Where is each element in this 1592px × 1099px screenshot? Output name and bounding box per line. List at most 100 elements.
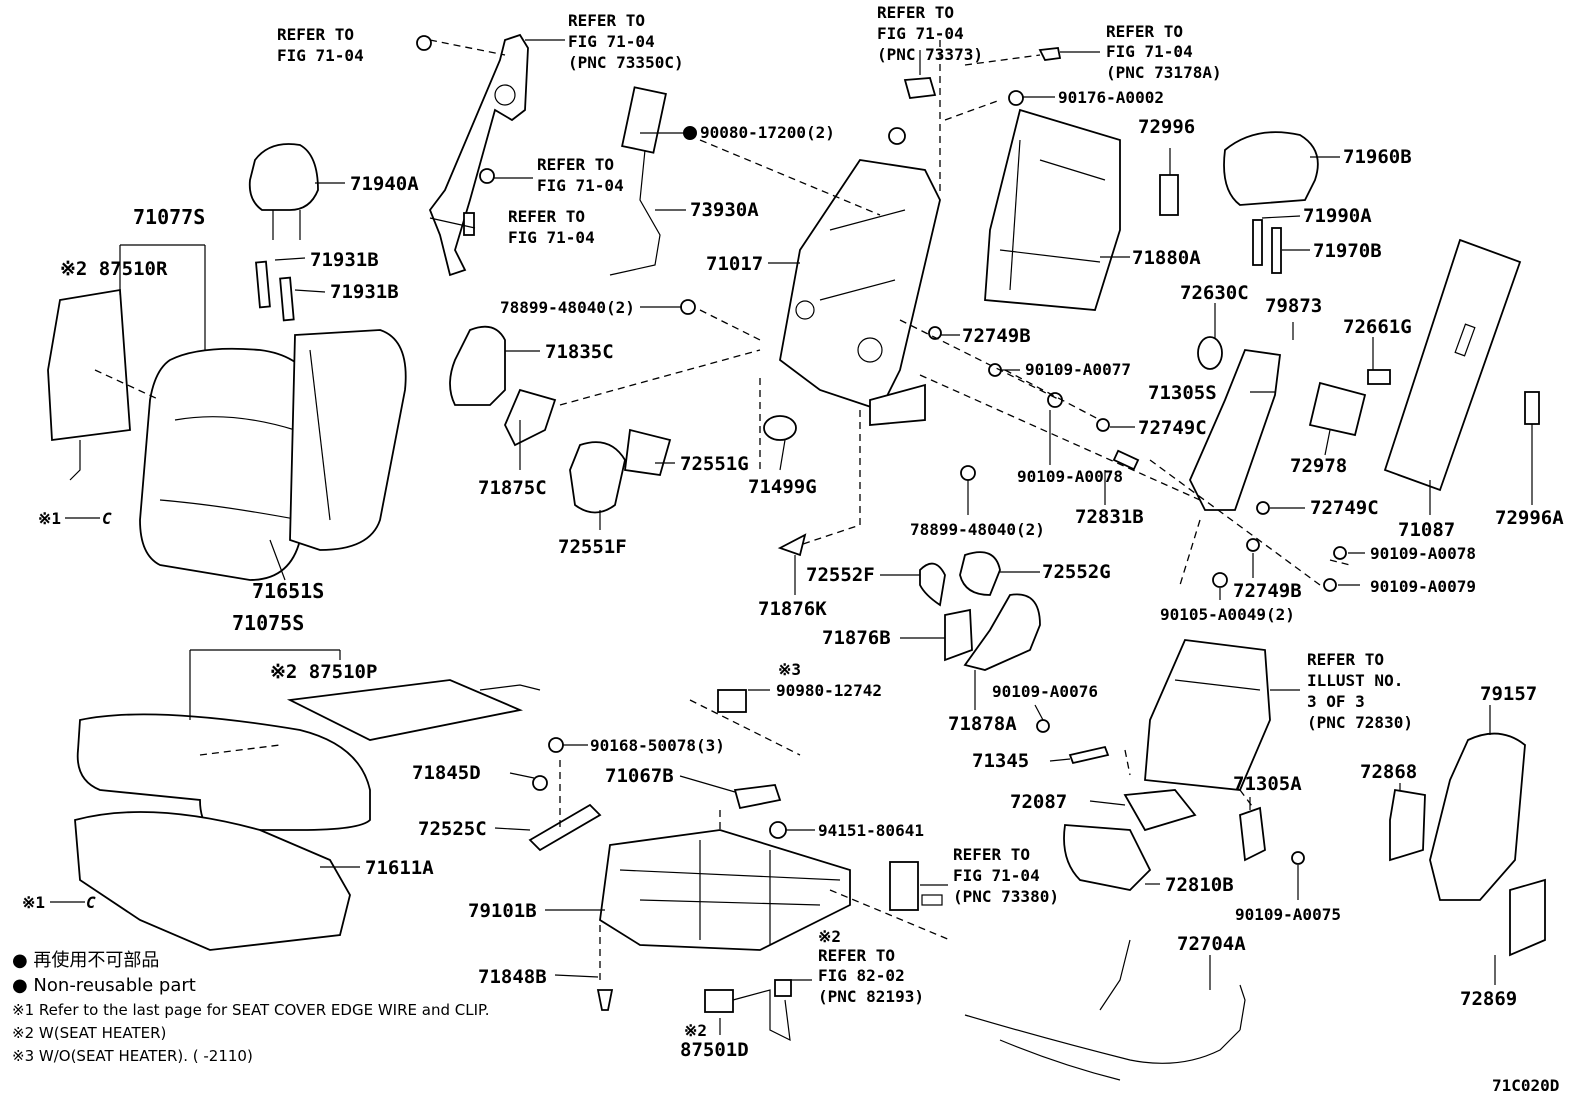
lever-71017	[869, 383, 926, 426]
label-90109-a0078-1: 90109-A0078	[1017, 467, 1123, 486]
svg-text:REFER TO: REFER TO	[1307, 650, 1384, 669]
label-90105: 90105-A0049(2)	[1160, 605, 1295, 624]
svg-text:FIG 71-04: FIG 71-04	[508, 228, 595, 247]
svg-text:FIG 71-04: FIG 71-04	[277, 46, 364, 65]
label-71067b: 71067B	[605, 765, 674, 787]
label-72869: 72869	[1460, 988, 1517, 1010]
label-90168: 90168-50078(3)	[590, 736, 725, 755]
label-72996: 72996	[1138, 116, 1195, 138]
label-78899-1: 78899-48040(2)	[500, 298, 635, 317]
label-72749c-1: 72749C	[1138, 417, 1207, 439]
pin-72831b	[1112, 449, 1140, 471]
svg-text:REFER TO: REFER TO	[877, 3, 954, 22]
label-72552g: 72552G	[1042, 561, 1111, 583]
label-71875c: 71875C	[478, 477, 547, 499]
svg-text:REFER TO: REFER TO	[1106, 22, 1183, 41]
latch-72996	[1159, 174, 1179, 216]
cushion-frame-79101b	[599, 829, 851, 951]
label-71835c: 71835C	[545, 341, 614, 363]
svg-text:FIG 71-04: FIG 71-04	[953, 866, 1040, 885]
label-72525c: 72525C	[418, 818, 487, 840]
bolt-icon	[680, 299, 696, 315]
label-72749b-1: 72749B	[962, 325, 1031, 347]
bracket-71067b	[733, 784, 782, 810]
svg-text:REFER TO: REFER TO	[953, 845, 1030, 864]
label-71876b: 71876B	[822, 627, 891, 649]
washer-icon	[1246, 538, 1260, 552]
label-87501d-mark: ※2	[684, 1021, 707, 1040]
hinge-71305a	[1239, 806, 1266, 862]
bracket-71876b	[944, 608, 973, 662]
tab-73178a	[1038, 47, 1062, 61]
svg-text:(PNC 72830): (PNC 72830)	[1307, 713, 1413, 732]
part-drawings	[47, 33, 1546, 1081]
label-72630c: 72630C	[1180, 282, 1249, 304]
connector-82193	[774, 979, 792, 997]
clip-glyph: C	[86, 893, 96, 912]
label-90176: 90176-A0002	[1058, 88, 1164, 107]
label-90109-a0077: 90109-A0077	[1025, 360, 1131, 379]
legend-note-1: ※1 Refer to the last page for SEAT COVER…	[12, 1001, 489, 1019]
label-87510p: ※2 87510P	[270, 661, 377, 683]
svg-text:(PNC 73350C): (PNC 73350C)	[568, 53, 684, 72]
switch-73380	[889, 861, 919, 911]
bolt-icon	[463, 212, 475, 236]
part-labels: 71077S ※2 87510R 71940A 71931B 71931B 71…	[22, 88, 1564, 1095]
leader-lines	[50, 39, 1533, 1035]
nut-icon	[888, 127, 906, 145]
label-90980-mark: ※3	[778, 660, 801, 679]
svg-text:FIG 82-02: FIG 82-02	[818, 966, 905, 985]
label-72749c-2: 72749C	[1310, 497, 1379, 519]
label-87510r: ※2 87510R	[60, 258, 168, 280]
cushion-pad-71611a	[74, 811, 351, 951]
label-71878a: 71878A	[948, 713, 1017, 735]
label-90109-a0079: 90109-A0079	[1370, 577, 1476, 596]
clip-71876k	[777, 533, 807, 557]
frame-71017	[779, 159, 941, 412]
label-clip1-top: ※1	[38, 509, 61, 528]
bolt-icon	[1036, 719, 1050, 733]
cover-72551f	[569, 441, 626, 514]
reference-notes: REFER TO FIG 71-04 REFER TO FIG 71-04 (P…	[277, 3, 1413, 1006]
washer-icon	[1096, 418, 1110, 432]
nut-icon	[769, 821, 787, 839]
label-72978: 72978	[1290, 455, 1347, 477]
label-90109-a0075: 90109-A0075	[1235, 905, 1341, 924]
washer-icon	[1256, 501, 1270, 515]
part-72978	[1308, 381, 1367, 437]
label-71087: 71087	[1398, 519, 1455, 541]
legend: ● 再使用不可部品 ● Non-reusable part ※1 Refer t…	[12, 950, 489, 1065]
ref-block-6: REFER TO FIG 71-04 (PNC 73178A)	[1106, 22, 1222, 82]
label-79101b: 79101B	[468, 900, 537, 922]
ref-block-7: REFER TO ILLUST NO. 3 OF 3 (PNC 72830)	[1307, 650, 1413, 732]
label-72831b: 72831B	[1075, 506, 1144, 528]
guide-71931b	[279, 276, 295, 322]
label-94151: 94151-80641	[818, 821, 924, 840]
part-72630c	[1197, 336, 1223, 370]
diagram-id: 71C020D	[1492, 1076, 1559, 1095]
bolt-icon	[1212, 572, 1228, 588]
cover-72810b	[1063, 824, 1152, 891]
nut-icon	[479, 168, 495, 184]
bolt-icon	[1047, 392, 1063, 408]
label-90109-a0076: 90109-A0076	[992, 682, 1098, 701]
label-71305a: 71305A	[1233, 773, 1302, 795]
svg-text:FIG 71-04: FIG 71-04	[877, 24, 964, 43]
board-71087	[1383, 238, 1522, 492]
cover-72869	[1509, 878, 1546, 957]
label-72996a: 72996A	[1495, 507, 1564, 529]
label-79873: 79873	[1265, 295, 1322, 317]
label-71077s: 71077S	[133, 205, 205, 229]
legend-note-3: ※3 W/O(SEAT HEATER). ( -2110)	[12, 1047, 253, 1065]
heater-mat-87510r	[47, 288, 131, 442]
heater-mat-87510p	[286, 679, 524, 741]
clip-71848b	[596, 989, 614, 1011]
svg-text:(PNC 73373): (PNC 73373)	[877, 45, 983, 64]
washer-icon	[928, 326, 942, 340]
label-71960b: 71960B	[1343, 146, 1412, 168]
connector-90980	[717, 689, 747, 713]
svg-text:REFER TO: REFER TO	[537, 155, 614, 174]
label-71970b: 71970B	[1313, 240, 1382, 262]
sensor-73930a	[621, 86, 667, 154]
bolt-icon	[1323, 578, 1337, 592]
